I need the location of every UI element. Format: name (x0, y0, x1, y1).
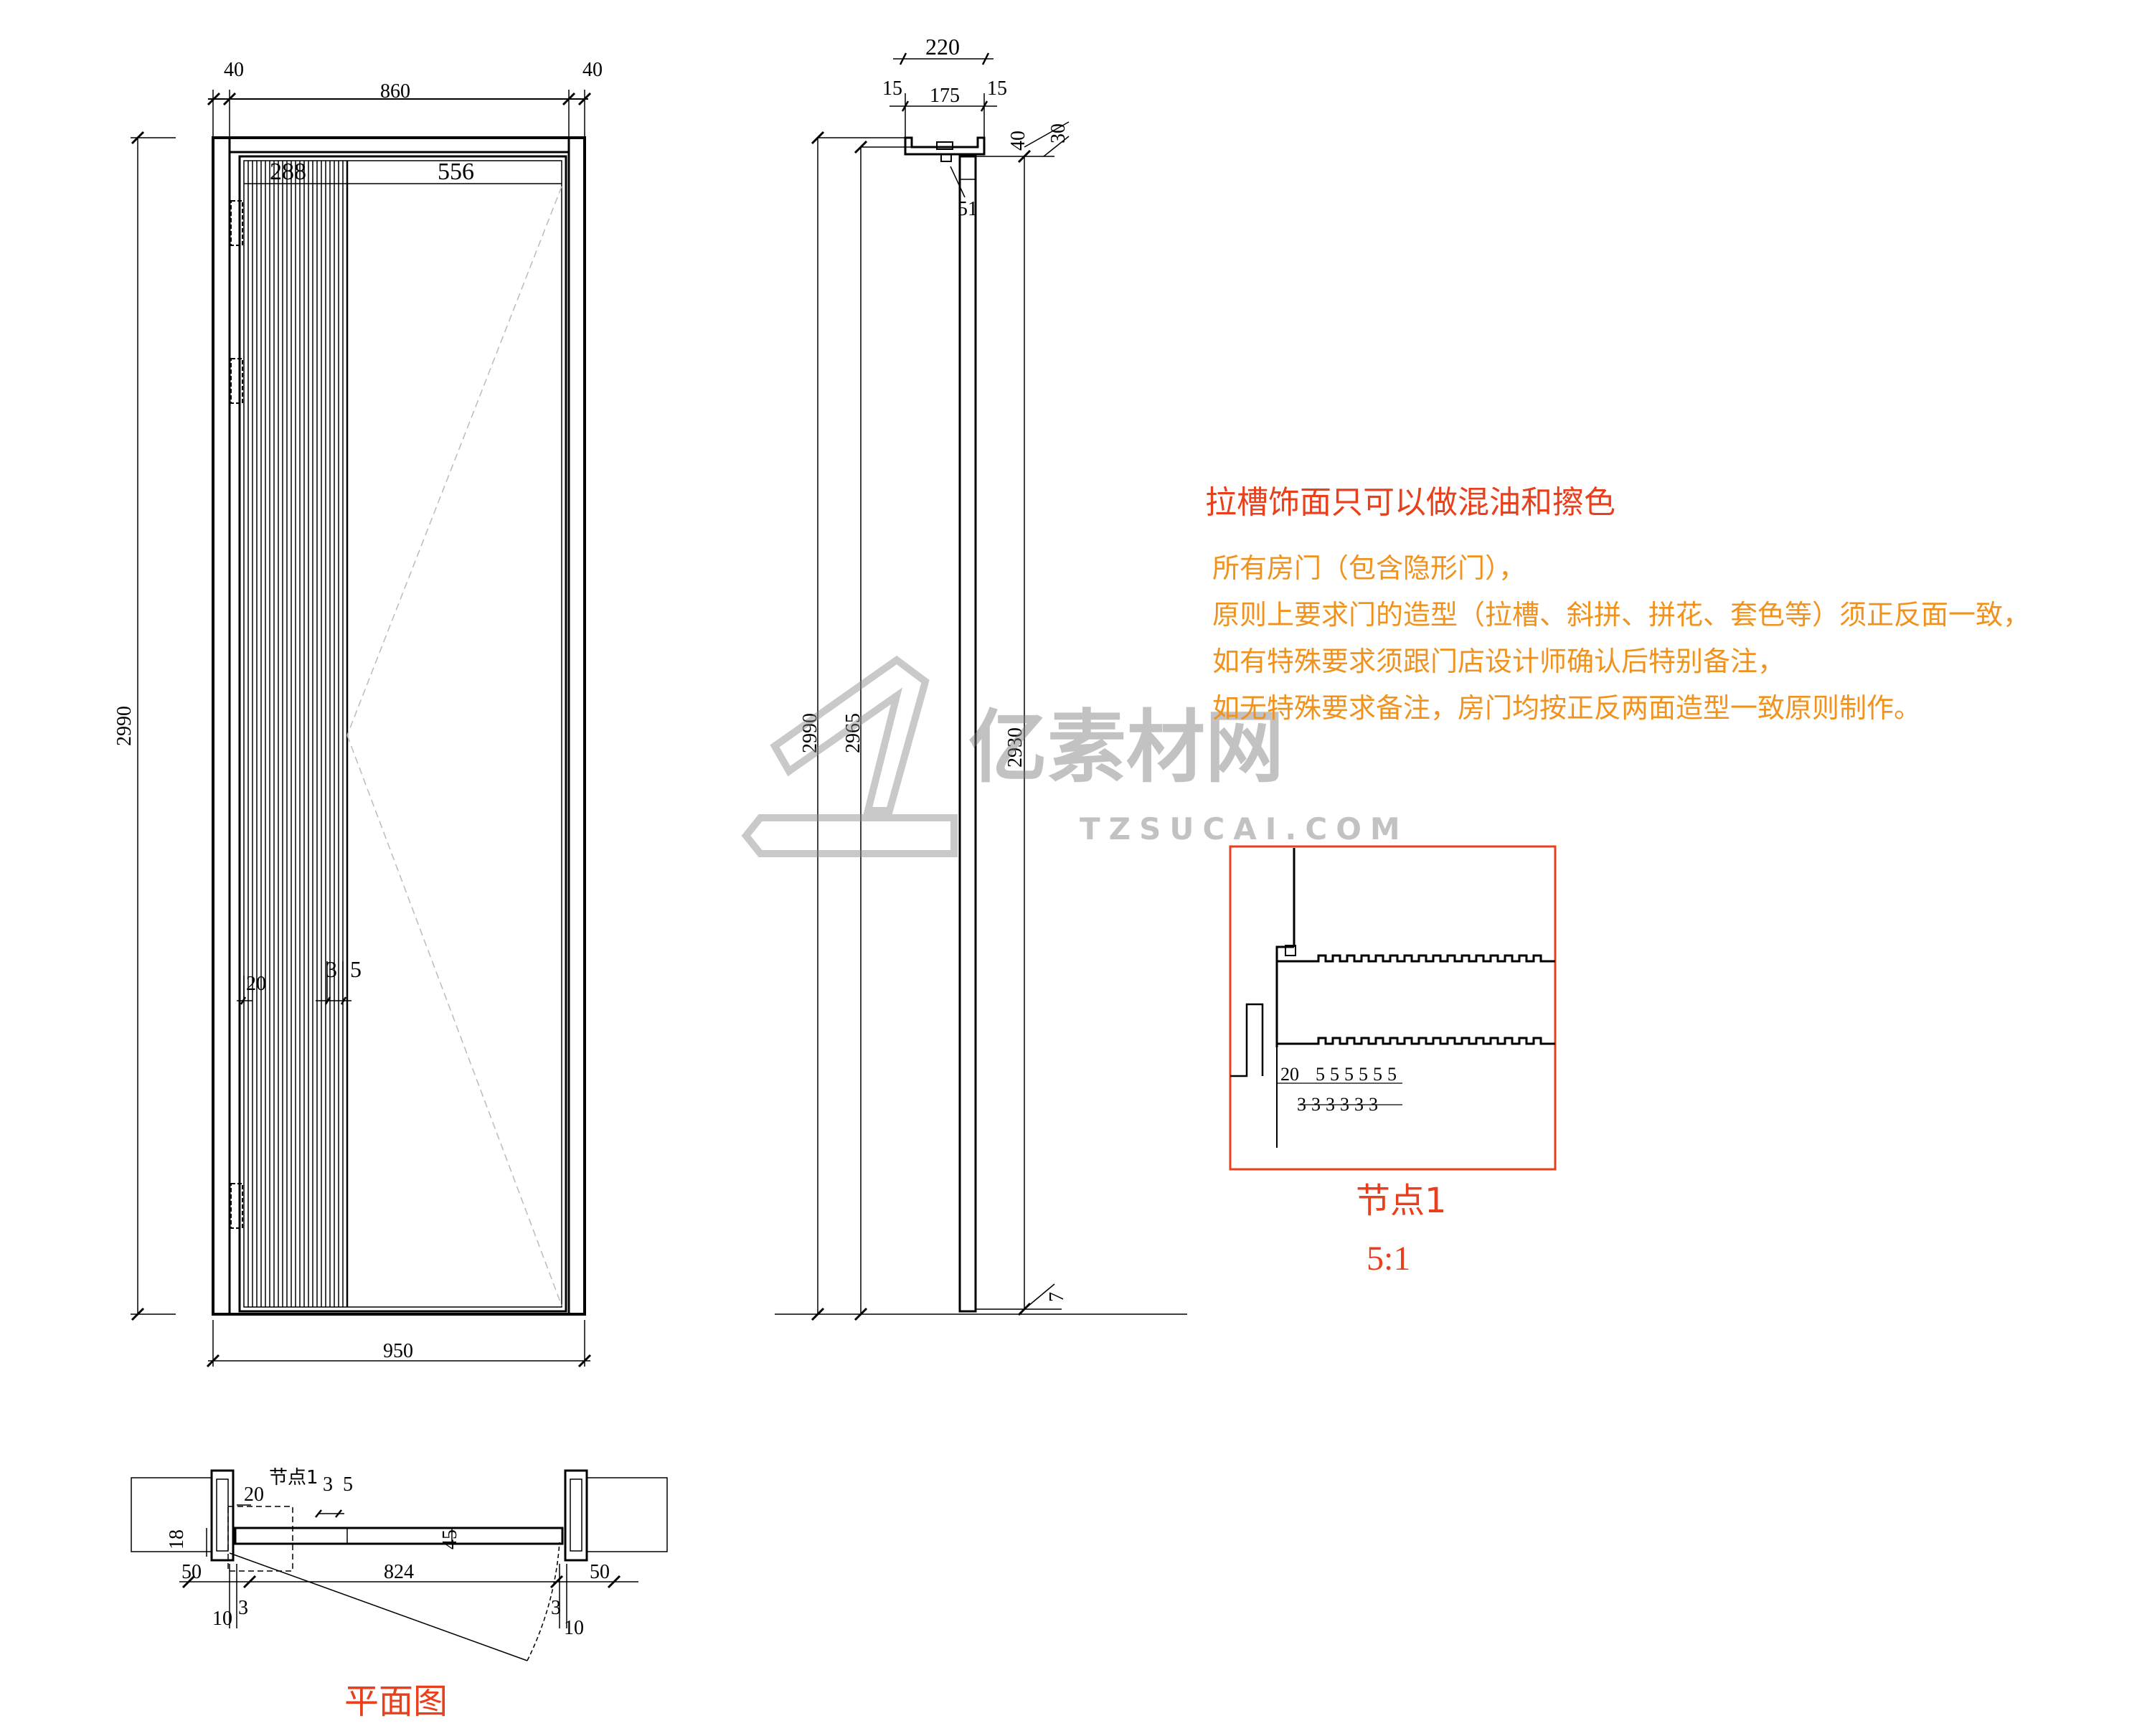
plan-dim-right-wall: 50 (590, 1561, 610, 1583)
detail-dim-groove-2: 3 (1311, 1094, 1321, 1115)
plan-label: 平面图 (344, 1681, 448, 1722)
watermark-logo-icon (741, 655, 958, 857)
notes-line-3: 如有特殊要求须跟门店设计师确认后特别备注， (1212, 646, 1785, 677)
detail-dim-gap-2: 5 (1330, 1064, 1339, 1085)
plan-dim-left-depth: 18 (166, 1529, 188, 1549)
notes-line-1: 所有房门（包含隐形门）， (1212, 552, 1526, 584)
dim-frame-height: 40 (1007, 131, 1029, 151)
detail-label: 节点1 (1356, 1181, 1447, 1221)
dim-frame-lip-left: 15 (882, 77, 902, 100)
detail-dims: 20 5 5 5 5 5 5 3 3 3 3 3 3 (1280, 1064, 1397, 1115)
plan-dim-width: 824 (384, 1561, 414, 1583)
dim-frame-inner: 175 (930, 85, 960, 107)
plan-dim-right-bottom-b: 10 (564, 1617, 584, 1639)
dim-groove-gap: 5 (350, 956, 362, 982)
dim-frame-inner-height: 2965 (842, 713, 864, 753)
detail-dim-gap-3: 5 (1344, 1064, 1354, 1085)
dim-groove-panel: 288 (270, 159, 306, 185)
detail-dim-groove-5: 3 (1354, 1094, 1364, 1115)
plan-dim-left-wall: 50 (181, 1561, 202, 1583)
dim-frame-right: 40 (582, 59, 603, 81)
front-elevation (131, 90, 592, 1368)
dim-groove-edge: 20 (246, 973, 266, 995)
detail-dim-groove-3: 3 (1326, 1094, 1335, 1115)
detail-scale: 5:1 (1367, 1240, 1410, 1278)
notes: 拉槽饰面只可以做混油和擦色 所有房门（包含隐形门）， 原则上要求门的造型（拉槽、… (1205, 484, 2030, 724)
detail-dim-gap-6: 5 (1387, 1064, 1397, 1085)
detail-dim-groove-4: 3 (1340, 1094, 1349, 1115)
watermark: 亿素材网 TZSUCAI.COM (741, 655, 1409, 857)
plan-dim-groove-width: 3 (323, 1473, 333, 1496)
dim-frame-left: 40 (224, 59, 244, 81)
detail-dim-gap-4: 5 (1359, 1064, 1368, 1085)
side-section (775, 52, 1187, 1321)
detail-dim-groove-1: 3 (1297, 1094, 1306, 1115)
plan-dim-left-bottom-a: 10 (212, 1608, 232, 1630)
dim-frame-depth: 220 (925, 34, 960, 60)
dim-groove-width: 3 (326, 956, 337, 982)
notes-title: 拉槽饰面只可以做混油和擦色 (1205, 484, 1615, 521)
dim-frame-rebate: 30 (1047, 123, 1070, 143)
dim-leaf-height: 2930 (1004, 727, 1027, 768)
front-elevation-labels: 40 860 40 288 556 2990 950 20 3 5 (113, 59, 603, 1362)
plan-view (131, 1469, 668, 1661)
detail-dim-gap-1: 5 (1316, 1064, 1325, 1085)
plan-dim-right-bottom-a: 3 (551, 1597, 561, 1619)
watermark-en: TZSUCAI.COM (1080, 811, 1409, 846)
plan-dim-leaf: 45 (439, 1529, 461, 1549)
dim-frame-lip-right: 15 (987, 77, 1007, 100)
dim-bottom-gap: 7 (1046, 1292, 1068, 1302)
dim-flat-panel: 556 (438, 159, 474, 185)
detail-1: 20 5 5 5 5 5 5 3 3 3 3 3 3 节点1 5:1 (1229, 845, 1557, 1278)
plan-dim-groove-gap: 5 (343, 1473, 353, 1496)
plan-dim-groove-edge: 20 (244, 1483, 264, 1506)
dim-height: 2990 (113, 706, 136, 746)
dim-width: 950 (383, 1340, 413, 1362)
detail-dim-gap-5: 5 (1373, 1064, 1382, 1085)
detail-dim-edge: 20 (1280, 1064, 1299, 1085)
notes-line-2: 原则上要求门的造型（拉槽、斜拼、拼花、套色等）须正反面一致， (1212, 599, 2030, 631)
watermark-cn: 亿素材网 (968, 702, 1284, 793)
dim-total-height: 2990 (799, 713, 821, 753)
notes-line-4: 如无特殊要求备注，房门均按正反两面造型一致原则制作。 (1212, 692, 1921, 724)
side-section-labels: 220 15 175 15 40 30 51 2990 2965 2930 7 (799, 34, 1070, 1302)
dim-leaf-thickness: 51 (958, 198, 978, 220)
dim-opening: 860 (380, 80, 410, 103)
plan-labels: 节点1 20 3 5 18 45 50 824 50 10 3 3 10 平面图 (166, 1467, 610, 1722)
plan-detail-ref: 节点1 (269, 1467, 318, 1489)
detail-border (1229, 845, 1557, 1171)
plan-dim-left-bottom-b: 3 (238, 1597, 248, 1619)
detail-dim-groove-6: 3 (1369, 1094, 1378, 1115)
